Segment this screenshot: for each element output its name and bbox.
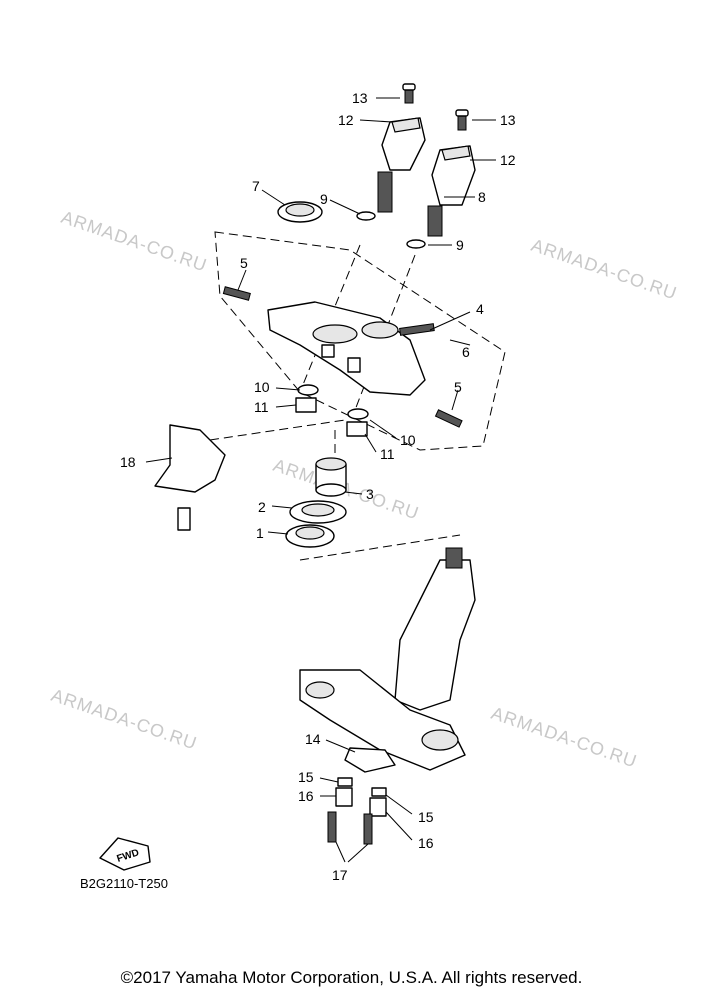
callout-1: 1 <box>256 525 264 541</box>
handlebar-holder-right <box>427 109 476 237</box>
bolt-5b <box>434 409 463 428</box>
callout-10b: 10 <box>400 432 416 448</box>
callout-9a: 9 <box>320 191 328 207</box>
callout-13a: 13 <box>352 90 368 106</box>
washer-10b <box>347 408 369 420</box>
nut-11a <box>295 397 317 413</box>
dust-seal-2 <box>289 500 347 524</box>
callout-6: 6 <box>462 344 470 360</box>
collar-15a <box>337 777 353 787</box>
callout-15b: 15 <box>418 809 434 825</box>
callout-4: 4 <box>476 301 484 317</box>
callout-16a: 16 <box>298 788 314 804</box>
center-axis-left <box>299 244 361 393</box>
copyright-notice: ©2017 Yamaha Motor Corporation, U.S.A. A… <box>120 968 583 987</box>
leader-lines <box>145 97 496 863</box>
bolt-6 <box>399 323 435 336</box>
callout-2: 2 <box>258 499 266 515</box>
cap-7 <box>277 201 323 223</box>
callout-11a: 11 <box>254 399 269 415</box>
callout-3: 3 <box>366 486 374 502</box>
bearing-axis <box>299 534 461 561</box>
watermark-1: ARMADA-CO.RU <box>59 207 210 276</box>
callout-12b: 12 <box>500 152 516 168</box>
callout-5a: 5 <box>240 255 248 271</box>
callout-numbers: 13 12 13 12 7 9 8 9 5 4 6 10 11 5 10 11 … <box>120 90 516 883</box>
drawing-code: B2G2110-T250 <box>80 876 168 891</box>
lower-bracket-stem <box>299 547 476 771</box>
fwd-arrow-icon: FWD <box>99 837 151 871</box>
watermark-4: ARMADA-CO.RU <box>49 685 200 754</box>
callout-11b: 11 <box>380 446 395 462</box>
bearing-1 <box>285 524 335 548</box>
watermark-5: ARMADA-CO.RU <box>489 703 640 772</box>
callout-8: 8 <box>478 189 486 205</box>
callout-10a: 10 <box>254 379 270 395</box>
bolt-17a <box>327 811 337 843</box>
holder-14 <box>344 747 396 773</box>
bolt-17b <box>363 813 373 845</box>
upper-bracket <box>267 301 426 396</box>
collar-16a <box>335 787 353 807</box>
nut-11b <box>346 421 368 437</box>
bracket-axis <box>209 419 346 441</box>
callout-9b: 9 <box>456 237 464 253</box>
collar-16b <box>369 797 387 817</box>
assembly-outline <box>214 231 506 451</box>
handlebar-holder-left <box>377 83 426 213</box>
callout-18: 18 <box>120 454 136 470</box>
washer-10a <box>297 384 319 396</box>
bolt-5a <box>222 286 251 301</box>
watermark-2: ARMADA-CO.RU <box>529 235 680 304</box>
callout-17: 17 <box>332 867 348 883</box>
callout-5b: 5 <box>454 379 462 395</box>
callout-12a: 12 <box>338 112 354 128</box>
callout-16b: 16 <box>418 835 434 851</box>
bracket-18 <box>154 424 226 531</box>
callout-14: 14 <box>305 731 321 747</box>
washer-9b <box>406 239 426 249</box>
callout-13b: 13 <box>500 112 516 128</box>
callout-7: 7 <box>252 178 260 194</box>
collar-15b <box>371 787 387 797</box>
callout-15a: 15 <box>298 769 314 785</box>
washer-9a <box>356 211 376 221</box>
bearing-race-3 <box>315 457 347 497</box>
